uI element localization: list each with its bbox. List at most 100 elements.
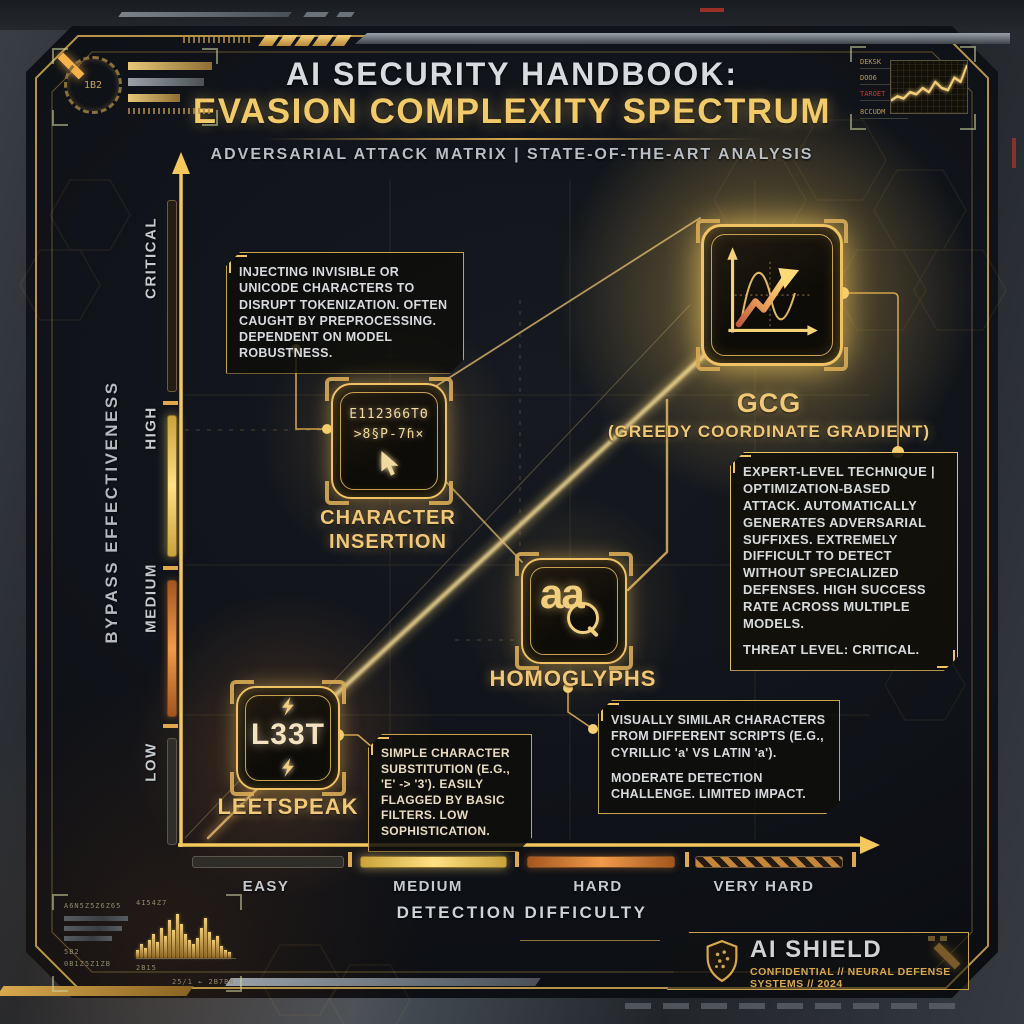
x-tick-medium: MEDIUM	[393, 878, 463, 895]
note-corner-accent	[371, 737, 389, 755]
note-text: INJECTING INVISIBLE OR UNICODE CHARACTER…	[239, 265, 448, 361]
cursor-icon	[381, 451, 399, 476]
y-tick-medium: MEDIUM	[142, 563, 160, 633]
badge-corner	[609, 646, 633, 670]
badge-inner-frame	[340, 392, 438, 490]
threat-level-text: THREAT LEVEL: CRITICAL.	[743, 641, 920, 657]
footer-plaque: AI SHIELD CONFIDENTIAL // NEURAL DEFENSE…	[667, 932, 969, 990]
badge-corner	[696, 347, 720, 371]
glitch-line-1: E112366TΘ	[349, 407, 429, 422]
glitch-text: E112366TΘ >8§P-7ɦ×	[333, 405, 445, 444]
badge-corner	[230, 680, 254, 704]
bracket-icon	[202, 110, 218, 126]
dashed-guides	[185, 300, 560, 641]
bracket-icon	[52, 110, 68, 126]
x-segment-medium	[360, 856, 507, 868]
red-glitch-top	[700, 8, 724, 12]
note-text: VISUALLY SIMILAR CHARACTERS FROM DIFFERE…	[611, 713, 826, 760]
x-segment-easy	[192, 856, 344, 868]
red-glitch-right	[1012, 138, 1016, 168]
hud-readout-3: TAROET	[860, 90, 908, 101]
y-segment-low	[167, 738, 177, 845]
note-homoglyphs: VISUALLY SIMILAR CHARACTERS FROM DIFFERE…	[598, 700, 840, 814]
x-segment-very-hard	[695, 856, 843, 868]
note-character-insertion: INJECTING INVISIBLE OR UNICODE CHARACTER…	[226, 252, 464, 374]
note-gcg: EXPERT-LEVEL TECHNIQUE | OPTIMIZATION-BA…	[730, 452, 958, 671]
note-text: SIMPLE CHARACTER SUBSTITUTION (E.G., 'E'…	[381, 746, 511, 838]
badge-corner	[322, 680, 346, 704]
y-tick-low: LOW	[142, 742, 160, 782]
subtitle: ADVERSARIAL ATTACK MATRIX | STATE-OF-THE…	[210, 146, 814, 163]
badge-corner	[515, 552, 539, 576]
label-line-1: CHARACTER	[320, 507, 456, 529]
x-tick-hard: HARD	[573, 878, 623, 895]
bracket-icon	[226, 976, 242, 992]
gauge-dial-icon: 1B2	[64, 56, 122, 114]
grey-bar	[64, 936, 112, 941]
gauge-text: 1B2	[83, 79, 103, 91]
badge-corner	[824, 347, 848, 371]
title-divider	[262, 138, 762, 140]
note-text: EXPERT-LEVEL TECHNIQUE | OPTIMIZATION-BA…	[743, 464, 935, 632]
badge-corner	[696, 219, 720, 243]
metal-strip-2	[303, 12, 329, 17]
x-segment-hard	[527, 856, 675, 868]
badge-corner	[429, 481, 453, 505]
bracket-icon	[52, 48, 68, 64]
silver-bar-bottom	[225, 978, 541, 986]
hud-bar-3	[128, 94, 180, 102]
hud-bar-2	[128, 78, 204, 86]
badge-corner	[322, 772, 346, 796]
y-tick-critical: CRITICAL	[142, 217, 160, 299]
y-segment-high	[167, 415, 177, 557]
hud-bottom-left: A6N5Z5Z6Z65 5B2 0B1Z5Z1ZB 4I54Z7 2B15 25…	[52, 894, 242, 992]
y-segment-medium	[167, 580, 177, 717]
micro-glitch-4: 4I54Z7	[136, 899, 168, 907]
badge-inner-frame	[245, 695, 331, 781]
bracket-icon	[850, 114, 866, 130]
bracket-icon	[960, 114, 976, 130]
x-tick-easy: EASY	[242, 878, 290, 895]
hud-tick-row	[128, 108, 212, 114]
badge-corner	[325, 377, 349, 401]
micro-glitch-3: 0B1Z5Z1ZB	[64, 960, 111, 968]
y-segment-critical	[167, 200, 177, 392]
micro-glitch-1: A6N5Z5Z6Z65	[64, 902, 122, 910]
micro-glitch-5: 2B15	[136, 964, 157, 972]
badge-corner	[609, 552, 633, 576]
badge-corner	[429, 377, 453, 401]
plaque-line	[520, 940, 660, 941]
badge-corner	[230, 772, 254, 796]
label-line-2: INSERTION	[329, 531, 447, 553]
metal-bar-right	[355, 33, 1010, 44]
mini-histogram	[136, 910, 236, 959]
bracket-icon	[850, 46, 866, 62]
y-axis-title: BYPASS EFFECTIVENESS	[102, 380, 121, 644]
hud-readout-1: DEKSK	[860, 58, 908, 69]
hud-readout-2: DOO6	[860, 74, 908, 85]
grey-bar	[64, 916, 128, 921]
badge-inner-frame	[711, 234, 833, 356]
bracket-icon	[202, 48, 218, 64]
bottom-dash-row	[625, 1003, 957, 1009]
note-corner-accent	[601, 703, 619, 721]
note-corner-accent	[229, 255, 247, 273]
gradient-chart-icon	[727, 247, 818, 336]
label-gcg: GCG	[736, 388, 802, 418]
badge-corner	[515, 646, 539, 670]
label-character-insertion: CHARACTER INSERTION	[320, 506, 456, 554]
bracket-icon	[52, 894, 68, 910]
bracket-icon	[226, 894, 242, 910]
micro-glitch-6: 25/1 ← 2B7B8	[172, 978, 235, 986]
label-homoglyphs: HOMOGLYPHS	[489, 666, 657, 691]
x-axis-title: DETECTION DIFFICULTY	[396, 903, 648, 922]
top-tick-row	[183, 37, 251, 43]
y-tick-high: HIGH	[142, 406, 160, 450]
y-axis	[163, 152, 190, 847]
hud-bar-1	[128, 62, 212, 70]
badge-leetspeak: L33T	[230, 680, 346, 796]
note-leetspeak: SIMPLE CHARACTER SUBSTITUTION (E.G., 'E'…	[368, 734, 532, 852]
badge-corner	[325, 481, 349, 505]
lightning-bolt-icon	[282, 697, 294, 716]
